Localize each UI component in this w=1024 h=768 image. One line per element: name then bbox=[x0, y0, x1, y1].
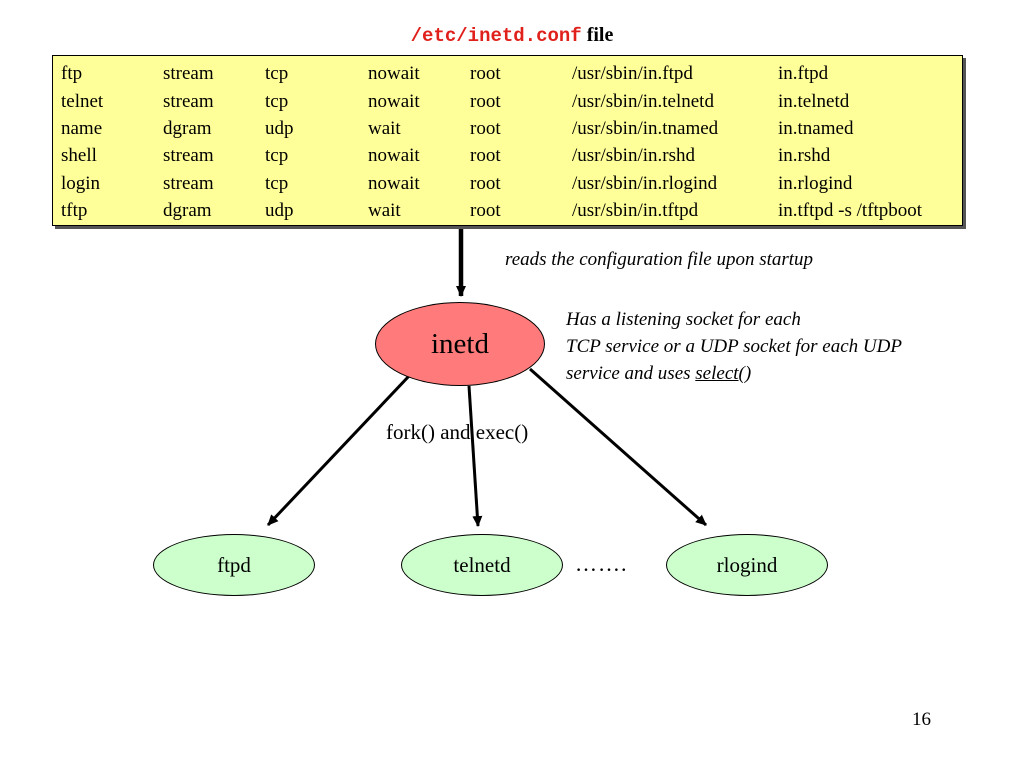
conf-cell: nowait bbox=[368, 63, 420, 85]
conf-cell: /usr/sbin/in.tnamed bbox=[572, 117, 719, 139]
slide-title: /etc/inetd.conf file bbox=[0, 22, 1024, 49]
conf-cell: in.tftpd -s /tftpboot bbox=[778, 200, 923, 222]
conf-cell: root bbox=[470, 200, 501, 222]
rlogind-node: rlogind bbox=[666, 534, 828, 596]
inetd-node: inetd bbox=[375, 302, 545, 386]
conf-cell: ftp bbox=[61, 63, 83, 85]
listening-note-line-3: service and uses select() bbox=[566, 360, 902, 387]
conf-row: name dgram udp wait root/usr/sbin/in.tnamed i… bbox=[61, 115, 922, 142]
conf-cell: nowait bbox=[368, 90, 420, 112]
inetd-label: inetd bbox=[431, 327, 489, 360]
listening-socket-note: Has a listening socket for each TCP serv… bbox=[566, 306, 902, 387]
fork-exec-label: fork() and exec() bbox=[386, 420, 529, 444]
telnetd-node: telnetd bbox=[401, 534, 563, 596]
conf-cell: in.tnamed bbox=[778, 117, 854, 139]
inetd-conf-table: ftp stream tcp nowait root/usr/sbin/in.ftpd i… bbox=[61, 60, 922, 224]
conf-cell: root bbox=[470, 90, 501, 112]
conf-cell: name bbox=[61, 117, 103, 139]
inetd-to-rlogind-arrow bbox=[529, 367, 707, 527]
conf-row: telnet stream tcp nowait root/usr/sbin/in.te… bbox=[61, 87, 922, 114]
inetd-conf-box: ftp stream tcp nowait root/usr/sbin/in.ftpd i… bbox=[52, 55, 963, 226]
more-services-ellipsis: ……. bbox=[575, 551, 628, 576]
conf-cell: in.ftpd bbox=[778, 63, 829, 85]
inetd-to-ftpd-arrow bbox=[266, 374, 411, 527]
conf-cell: root bbox=[470, 63, 501, 85]
conf-cell: root bbox=[470, 172, 501, 194]
conf-cell: nowait bbox=[368, 172, 420, 194]
listening-note-line-3-suffix: () bbox=[738, 363, 752, 384]
listening-note-line-3-prefix: service and uses bbox=[566, 363, 696, 384]
conf-cell: stream bbox=[163, 63, 214, 85]
reads-config-note: reads the configuration file upon startu… bbox=[505, 249, 814, 270]
conf-cell: /usr/sbin/in.rlogind bbox=[572, 172, 718, 194]
config-filename: /etc/inetd.conf bbox=[410, 25, 582, 47]
conf-cell: root bbox=[470, 145, 501, 167]
listening-note-line-1: Has a listening socket for each bbox=[566, 309, 801, 330]
conf-cell: dgram bbox=[163, 200, 212, 222]
conf-cell: login bbox=[61, 172, 101, 194]
conf-cell: stream bbox=[163, 90, 214, 112]
listening-note-line-2: TCP service or a UDP socket for each UDP bbox=[566, 336, 902, 357]
conf-cell: in.rlogind bbox=[778, 172, 853, 194]
conf-cell: tcp bbox=[265, 145, 289, 167]
conf-row: shell stream tcp nowait root/usr/sbin/in.rsh… bbox=[61, 142, 922, 169]
conf-cell: tcp bbox=[265, 63, 289, 85]
page-number: 16 bbox=[912, 709, 931, 730]
ftpd-label: ftpd bbox=[217, 552, 251, 577]
conf-cell: in.telnetd bbox=[778, 90, 850, 112]
title-suffix: file bbox=[586, 24, 614, 46]
conf-cell: /usr/sbin/in.rshd bbox=[572, 145, 695, 167]
conf-cell: nowait bbox=[368, 145, 420, 167]
conf-cell: tftp bbox=[61, 200, 88, 222]
conf-cell: /usr/sbin/in.telnetd bbox=[572, 90, 714, 112]
conf-cell: stream bbox=[163, 145, 214, 167]
conf-row: ftp stream tcp nowait root/usr/sbin/in.ftpd i… bbox=[61, 60, 922, 87]
conf-cell: dgram bbox=[163, 117, 212, 139]
conf-row: login stream tcp nowait root/usr/sbin/in.rlo… bbox=[61, 170, 922, 197]
rlogind-label: rlogind bbox=[716, 552, 778, 577]
inetd-to-telnetd-arrow bbox=[467, 385, 483, 527]
conf-cell: wait bbox=[368, 200, 401, 222]
conf-cell: telnet bbox=[61, 90, 104, 112]
conf-cell: in.rshd bbox=[778, 145, 831, 167]
conf-row: tftp dgram udp wait root/usr/sbin/in.tftpd in… bbox=[61, 197, 922, 224]
conf-cell: /usr/sbin/in.ftpd bbox=[572, 63, 693, 85]
conf-cell: root bbox=[470, 117, 501, 139]
conf-cell: wait bbox=[368, 117, 401, 139]
conf-cell: udp bbox=[265, 200, 294, 222]
select-link[interactable]: select bbox=[695, 363, 739, 384]
ftpd-node: ftpd bbox=[153, 534, 315, 596]
conf-cell: udp bbox=[265, 117, 294, 139]
conf-cell: tcp bbox=[265, 172, 289, 194]
conf-cell: tcp bbox=[265, 90, 289, 112]
telnetd-label: telnetd bbox=[453, 552, 511, 577]
conf-cell: shell bbox=[61, 145, 97, 167]
conf-cell: stream bbox=[163, 172, 214, 194]
conf-cell: /usr/sbin/in.tftpd bbox=[572, 200, 699, 222]
